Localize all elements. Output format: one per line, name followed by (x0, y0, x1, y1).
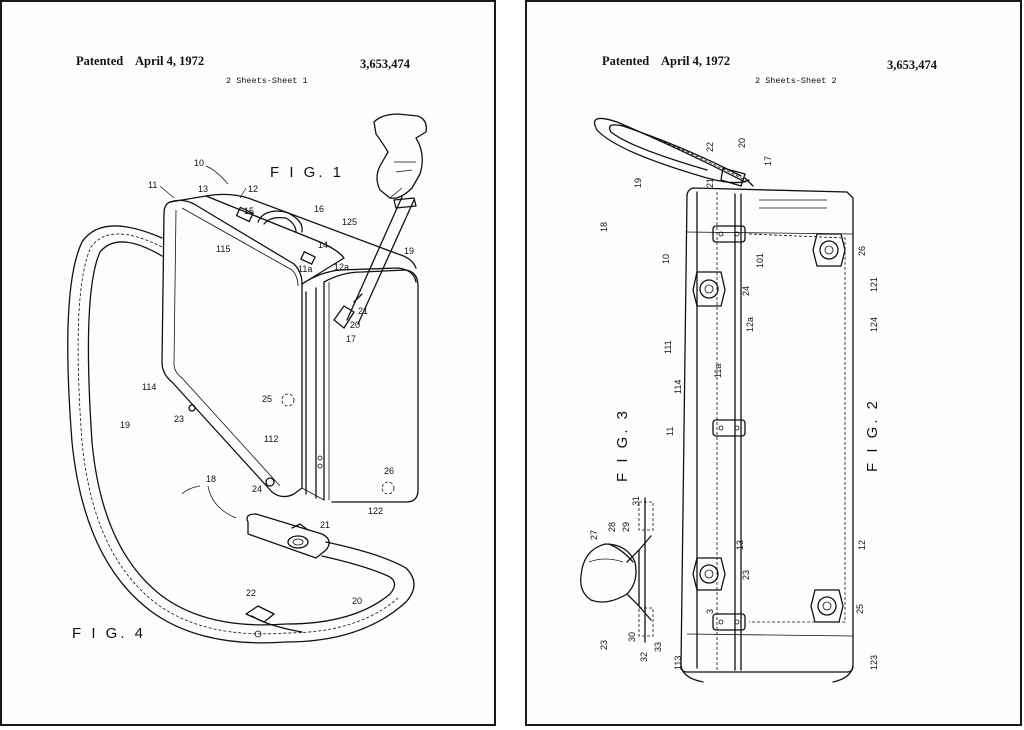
foot-25 (810, 589, 844, 623)
svg-text:13: 13 (735, 540, 745, 550)
svg-text:13: 13 (198, 184, 208, 194)
svg-text:31: 31 (631, 496, 641, 506)
svg-text:17: 17 (346, 334, 356, 344)
svg-text:16: 16 (314, 204, 324, 214)
svg-text:21: 21 (320, 520, 330, 530)
svg-text:12: 12 (248, 184, 258, 194)
svg-text:24: 24 (252, 484, 262, 494)
svg-text:15: 15 (244, 206, 254, 216)
svg-text:11: 11 (665, 427, 675, 436)
foot-26 (812, 233, 846, 267)
svg-text:122: 122 (368, 506, 383, 516)
patent-date: April 4, 1972 (661, 54, 731, 68)
foot-23 (692, 557, 726, 591)
svg-text:23: 23 (741, 570, 751, 580)
svg-text:19: 19 (633, 178, 643, 188)
svg-text:123: 123 (869, 655, 879, 670)
svg-text:112: 112 (264, 434, 278, 444)
svg-text:113: 113 (673, 656, 683, 670)
svg-text:11: 11 (148, 180, 157, 190)
suitcase-drawing-fig2-fig3: F I G. 2 F I G. 3 (580, 117, 881, 683)
svg-text:25: 25 (855, 604, 865, 614)
patented-label: Patented (602, 54, 650, 68)
svg-text:28: 28 (607, 522, 617, 532)
svg-text:17: 17 (763, 156, 773, 166)
fig-3-label: F I G. 3 (614, 408, 631, 482)
svg-text:18: 18 (206, 474, 216, 484)
svg-text:24: 24 (741, 286, 751, 296)
svg-text:27: 27 (589, 530, 599, 540)
svg-text:10: 10 (661, 254, 671, 264)
svg-text:20: 20 (352, 596, 362, 606)
svg-text:19: 19 (404, 246, 414, 256)
svg-text:125: 125 (342, 217, 357, 227)
svg-text:12a: 12a (334, 262, 349, 272)
svg-text:3: 3 (705, 609, 715, 614)
fig3-foot-detail (580, 497, 654, 643)
svg-text:111: 111 (663, 340, 673, 354)
svg-text:19: 19 (120, 420, 130, 430)
suitcase-drawing-fig1-fig4: F I G. 1 F I G. 4 (67, 113, 427, 644)
svg-text:114: 114 (142, 382, 156, 392)
reference-numerals-sheet2: 22 20 17 21 19 18 10 101 26 24 121 12a 1… (589, 138, 879, 670)
fig-2-label: F I G. 2 (864, 398, 881, 472)
svg-text:21: 21 (358, 306, 368, 316)
patent-date: April 4, 1972 (135, 54, 205, 68)
svg-text:10: 10 (194, 158, 204, 168)
svg-text:124: 124 (869, 317, 879, 332)
svg-text:20: 20 (737, 138, 747, 148)
svg-text:12a: 12a (745, 317, 755, 332)
svg-text:101: 101 (755, 253, 765, 268)
foot-24 (692, 271, 726, 307)
hinge-bottom (712, 613, 746, 631)
svg-text:20: 20 (350, 320, 360, 330)
svg-text:32: 32 (639, 652, 649, 662)
svg-text:26: 26 (857, 246, 867, 256)
hinge-top (712, 225, 746, 243)
svg-text:11a: 11a (298, 264, 312, 274)
strap-loop (593, 117, 754, 187)
svg-text:115: 115 (216, 244, 230, 254)
patented-label: Patented (76, 54, 124, 68)
svg-text:26: 26 (384, 466, 394, 476)
suitcase-fig1 (161, 193, 419, 503)
svg-text:22: 22 (705, 142, 715, 152)
svg-text:12: 12 (857, 540, 867, 550)
svg-text:18: 18 (599, 222, 609, 232)
svg-text:22: 22 (246, 588, 256, 598)
svg-text:29: 29 (621, 522, 631, 532)
svg-text:25: 25 (262, 394, 272, 404)
shoulder-strap-fig4 (67, 225, 415, 644)
hand-illustration (346, 113, 427, 325)
patent-number: 3,653,474 (360, 57, 410, 71)
svg-text:121: 121 (869, 277, 879, 292)
hinge-middle (712, 419, 746, 437)
svg-text:23: 23 (174, 414, 184, 424)
svg-text:14: 14 (318, 240, 328, 250)
reference-numerals-sheet1: 10 11 13 12 15 16 125 115 14 19 11a 12a … (120, 158, 414, 606)
patent-sheet-1: Patented April 4, 1972 3,653,474 2 Sheet… (0, 0, 496, 726)
sheet-label: 2 Sheets-Sheet 1 (226, 76, 308, 86)
patent-sheet-2: Patented April 4, 1972 3,653,474 2 Sheet… (525, 0, 1022, 726)
svg-text:11a: 11a (713, 364, 723, 378)
suitcase-fig2 (680, 187, 854, 683)
patent-number: 3,653,474 (887, 58, 937, 72)
svg-text:114: 114 (673, 380, 683, 394)
svg-text:33: 33 (653, 642, 663, 652)
fig-1-label: F I G. 1 (270, 164, 344, 181)
svg-text:21: 21 (705, 178, 715, 188)
svg-text:23: 23 (599, 640, 609, 650)
svg-text:30: 30 (627, 632, 637, 642)
fig-4-label: F I G. 4 (72, 625, 146, 642)
sheet-label: 2 Sheets-Sheet 2 (755, 76, 837, 86)
